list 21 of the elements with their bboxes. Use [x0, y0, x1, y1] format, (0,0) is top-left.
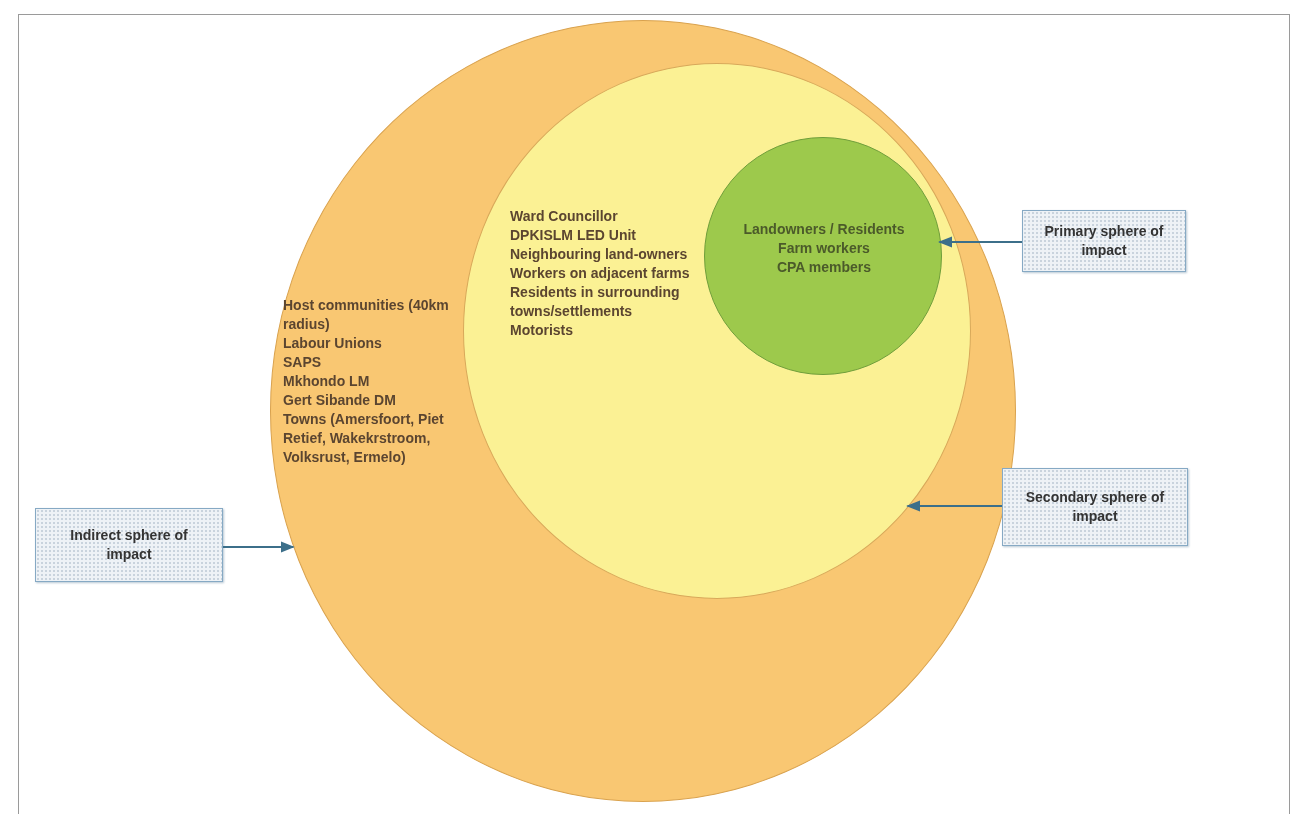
stakeholder-text: SAPS	[283, 353, 322, 372]
stakeholder-text: Towns (Amersfoort, Piet Retief, Wakekrstroom, Volksrust, Ermelo)	[283, 410, 445, 467]
stakeholder-text: CPA members	[776, 258, 872, 277]
stakeholder-text: Host communities (40km radius)	[283, 296, 450, 334]
stakeholder-text: Labour Unions	[283, 334, 382, 353]
callout-label: Primary sphere of impact	[1022, 210, 1186, 272]
callout-label: Indirect sphere of impact	[35, 508, 223, 582]
arrow	[222, 541, 295, 553]
stakeholder-text: Landowners / Residents	[743, 220, 905, 239]
stakeholder-text: Ward Councillor	[510, 207, 618, 226]
stakeholder-text: Residents in surrounding towns/settlements	[510, 283, 681, 321]
arrow	[938, 236, 1023, 248]
stakeholder-text: Farm workers	[778, 239, 870, 258]
callout-label: Secondary sphere of impact	[1002, 468, 1188, 546]
stakeholder-text: Mkhondo LM	[283, 372, 370, 391]
stakeholder-text: Neighbouring land-owners	[510, 245, 688, 264]
arrow	[906, 500, 1003, 512]
stakeholder-text: Gert Sibande DM	[283, 391, 396, 410]
stakeholder-text: DPKISLM LED Unit	[510, 226, 636, 245]
stakeholder-text: Workers on adjacent farms	[510, 264, 690, 283]
stakeholder-text: Motorists	[510, 321, 573, 340]
